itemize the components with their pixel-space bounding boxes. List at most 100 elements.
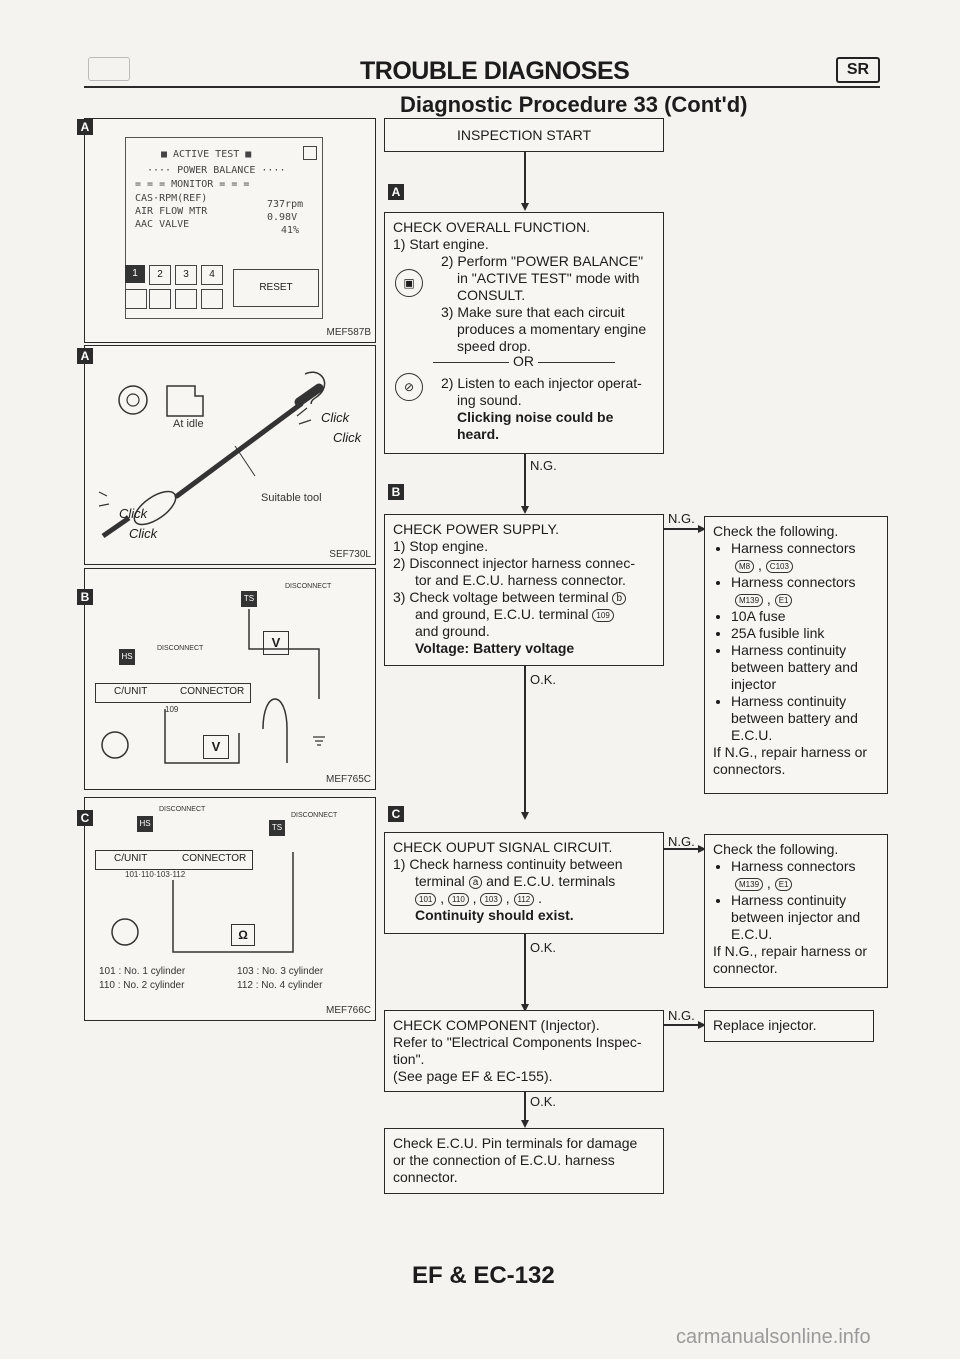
click-label: Click: [333, 430, 362, 445]
consult-icon: ▣: [395, 269, 423, 297]
ignition-on-icon: [118, 385, 148, 415]
ng-label: N.G.: [668, 511, 695, 526]
monitor-row-label: CAS·RPM(REF): [135, 193, 208, 204]
step-line: CONSULT.: [457, 287, 526, 303]
connector-line: [524, 1092, 526, 1124]
key-blank: [175, 289, 197, 309]
step-line: and ground, E.C.U. terminal 109: [393, 606, 655, 623]
step-check-power-supply: CHECK POWER SUPPLY. 1) Stop engine. 2) D…: [384, 514, 664, 666]
suitable-tool-label: Suitable tool: [261, 492, 322, 504]
key-1: 1: [125, 265, 145, 283]
step-result: Voltage: Battery voltage: [415, 640, 575, 656]
monitor-row-label: AAC VALVE: [135, 219, 190, 230]
power-supply-wiring: [101, 609, 325, 764]
figure-code: MEF587B: [326, 327, 371, 338]
connector-label: CONNECTOR: [182, 853, 247, 864]
section-badge: SR: [836, 57, 880, 83]
step-line: connector.: [393, 1169, 458, 1185]
screwdriver-icon: [294, 383, 324, 407]
step-line: 1) Check harness continuity between: [393, 856, 623, 872]
engine-icon: [166, 385, 204, 417]
step-line: ing sound.: [457, 392, 522, 408]
marker-A: A: [77, 119, 93, 135]
connector-label: CONNECTOR: [180, 686, 245, 697]
key-blank: [201, 289, 223, 309]
ng-label: N.G.: [530, 458, 557, 473]
side-intro: Check the following.: [713, 841, 839, 857]
key-3: 3: [175, 265, 197, 285]
voltmeter-icon: V: [203, 735, 229, 759]
figure-output-signal: C DISCONNECT HS DISCONNECT TS C/UNIT CON…: [77, 797, 376, 1021]
click-wave: [98, 491, 110, 507]
step-title: CHECK COMPONENT (Injector).: [393, 1017, 600, 1033]
output-signal-wiring: [111, 852, 294, 953]
screwdriver-icon: [174, 401, 304, 499]
step-check-component: CHECK COMPONENT (Injector). Refer to "El…: [384, 1010, 664, 1092]
side-check-output-signal: Check the following. Harness connectors …: [704, 834, 888, 988]
cunit-label: C/UNIT: [114, 853, 148, 864]
ng-label: N.G.: [668, 834, 695, 849]
pin-label: 109: [165, 705, 179, 714]
step-line: produces a momentary engine: [457, 321, 647, 337]
marker-A: A: [388, 184, 404, 200]
side-replace-injector: Replace injector.: [704, 1010, 874, 1042]
figure-power-supply: B DISCONNECT TS DISCONNECT HS C/UNIT CON…: [77, 568, 376, 790]
cunit-connector-box: C/UNIT CONNECTOR: [95, 683, 251, 703]
connector-line: [524, 152, 526, 206]
click-label: Click: [129, 526, 158, 541]
disconnect-label: DISCONNECT: [285, 583, 332, 590]
figure-consult-screen: A ■ ACTIVE TEST ■ ···· POWER BALANCE ···…: [77, 118, 376, 343]
arrow-down: [521, 506, 529, 514]
arrow-down: [521, 812, 529, 820]
monitor-row-value: 737rpm: [267, 199, 304, 210]
key-blank: [125, 289, 147, 309]
ok-label: O.K.: [530, 672, 557, 687]
terminal-a-icon: a: [468, 875, 483, 889]
key-blank: [149, 289, 171, 309]
hs-connector-icon: HS: [119, 649, 135, 665]
ignition-on-icon: [126, 393, 140, 407]
header-badge-left: [88, 57, 130, 81]
connector-line: [664, 1024, 700, 1026]
step-line: 2) Disconnect injector harness connec-: [393, 555, 636, 571]
click-label: Click: [119, 506, 148, 521]
marker-C: C: [388, 806, 404, 822]
figure-injector-sound: A At idle Click Click Click Click Suitab…: [77, 345, 376, 565]
check-item: 10A fuse: [731, 608, 879, 625]
connector-line: [524, 454, 526, 510]
terminal-ids: 101 , 110 , 103 , 112 .: [393, 890, 655, 907]
arrow-right: [698, 525, 706, 533]
step-line: terminal a and E.C.U. terminals: [415, 873, 616, 889]
reset-key: RESET: [233, 269, 319, 307]
step-line: 3) Check voltage between terminal b: [393, 589, 655, 606]
connector-ids: M139 , E1: [713, 591, 879, 608]
disconnect-label: DISCONNECT: [291, 812, 338, 819]
marker-B: B: [77, 589, 93, 605]
step-line: 3) Make sure that each circuit: [441, 304, 625, 320]
disconnect-label: DISCONNECT: [157, 645, 204, 652]
page-title: TROUBLE DIAGNOSES: [360, 57, 630, 85]
cunit-connector-box: C/UNIT CONNECTOR: [95, 850, 253, 870]
step-line: 2) Listen to each injector operat-: [441, 375, 642, 391]
step-line: or the connection of E.C.U. harness: [393, 1152, 615, 1168]
check-list: Harness connectors: [713, 858, 879, 875]
injector-icon: [133, 490, 177, 526]
marker-B: B: [388, 484, 404, 500]
ts-connector-icon: TS: [269, 820, 285, 836]
hs-connector-icon: HS: [137, 816, 153, 832]
cunit-label: C/UNIT: [114, 686, 148, 697]
step-line: tor and E.C.U. harness connector.: [415, 572, 626, 588]
step-line: speed drop.: [457, 338, 531, 354]
or-label: OR: [509, 353, 538, 370]
legend-right: 103 : No. 3 cylinder: [237, 966, 324, 977]
marker-A: A: [77, 348, 93, 364]
or-separator: OR: [393, 353, 655, 370]
check-item: Harness connectors: [731, 574, 879, 591]
figure-code: MEF765C: [325, 774, 371, 785]
pins-label: 101·110·103·112: [125, 870, 186, 879]
no-tools-icon: ⊘: [395, 373, 423, 401]
step-title: CHECK POWER SUPPLY.: [393, 521, 559, 537]
arrow-down: [521, 1120, 529, 1128]
step-title: CHECK OUPUT SIGNAL CIRCUIT.: [393, 839, 613, 855]
connector-ids: M8 , C103: [713, 557, 879, 574]
